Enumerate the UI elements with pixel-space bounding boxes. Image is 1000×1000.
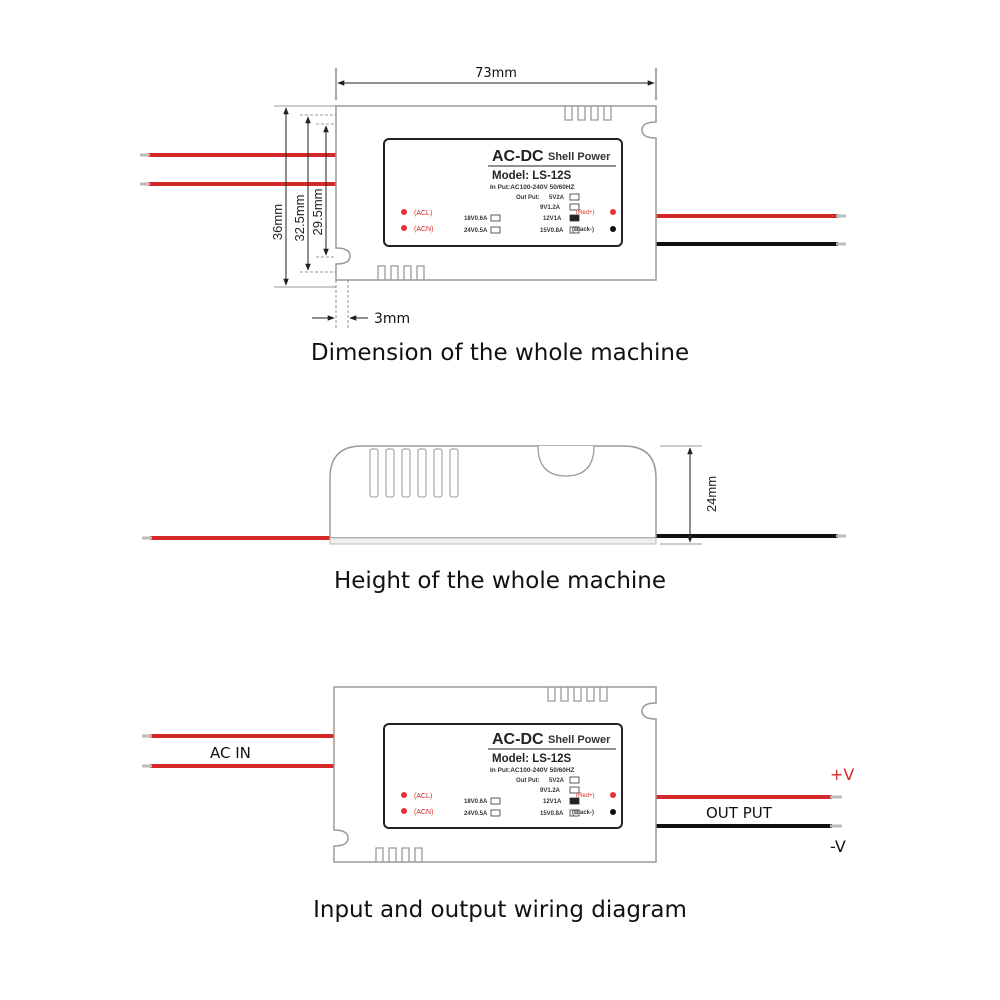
black-terminal-icon: [610, 226, 616, 232]
label-red: (Red+): [576, 210, 595, 216]
module-body-wiring: [333, 686, 657, 863]
label-box-12v: [569, 797, 580, 805]
label-box-5v: [569, 776, 580, 784]
black-terminal-icon: [610, 809, 616, 815]
height-24-text: 24mm: [704, 476, 719, 512]
section-wiring: AC IN OUT PUT +V -V AC-DC Shell PowerMode…: [142, 686, 854, 863]
label-title-sub: Shell Power: [548, 734, 611, 746]
label-opt-24v: 24V0.5A: [464, 228, 488, 234]
section-height: 24mm: [142, 445, 846, 545]
label-box-24v: [490, 809, 501, 817]
red-terminal-icon: [610, 209, 616, 215]
label-acl: (ACL): [414, 210, 432, 217]
module-body: [335, 105, 657, 281]
label-opt-5v: 5V2A: [549, 778, 565, 784]
label-red: (Red+): [576, 793, 595, 799]
label-opt-9v: 9V1.2A: [540, 205, 561, 211]
label-box-9v: [569, 786, 580, 794]
ac-in-label: AC IN: [210, 744, 251, 762]
label-title-main: AC-DC: [492, 731, 544, 748]
label-box-12v: [569, 214, 580, 222]
plus-v-label: +V: [830, 765, 854, 784]
label-black: (Black-): [572, 810, 594, 816]
width-dimension-text: 73mm: [475, 66, 517, 81]
red-terminal-icon: [610, 792, 616, 798]
hole-dimension-text: 3mm: [374, 311, 410, 327]
label-opt-12v: 12V1A: [543, 799, 562, 805]
label-outputs: Out Put:: [516, 195, 540, 201]
label-box-9v: [569, 203, 580, 211]
minus-v-label: -V: [830, 837, 846, 856]
label-outputs: Out Put:: [516, 778, 540, 784]
height-32-text: 32.5mm: [292, 195, 307, 242]
label-box-15v: [569, 226, 580, 234]
output-label: OUT PUT: [706, 804, 773, 822]
caption-dimension: Dimension of the whole machine: [310, 340, 690, 366]
label-box-18v: [490, 797, 501, 805]
label-acl: (ACL): [414, 793, 432, 800]
label-black: (Black-): [572, 227, 594, 233]
label-opt-5v: 5V2A: [549, 195, 565, 201]
height-36-text: 36mm: [270, 204, 285, 240]
label-opt-24v: 24V0.5A: [464, 811, 488, 817]
module-side-view: [329, 445, 657, 545]
caption-wiring: Input and output wiring diagram: [313, 897, 687, 923]
label-model: Model: LS-12S: [492, 170, 572, 182]
label-box-15v: [569, 809, 580, 817]
acn-led-icon: [401, 808, 407, 814]
label-title-main: AC-DC: [492, 148, 544, 165]
height-29-text: 29.5mm: [310, 189, 325, 236]
label-opt-12v: 12V1A: [543, 216, 562, 222]
label-title-sub: Shell Power: [548, 151, 611, 163]
label-box-24v: [490, 226, 501, 234]
label-opt-9v: 9V1.2A: [540, 788, 561, 794]
label-acn: (ACN): [414, 809, 433, 816]
label-opt-18v: 18V0.6A: [464, 216, 488, 222]
label-acn: (ACN): [414, 226, 433, 233]
label-input: In Put:AC100-240V 50/60HZ: [490, 184, 575, 191]
label-opt-15v: 15V0.8A: [540, 811, 564, 817]
label-box-18v: [490, 214, 501, 222]
acl-led-icon: [401, 209, 407, 215]
caption-height: Height of the whole machine: [333, 568, 667, 594]
label-model: Model: LS-12S: [492, 753, 572, 765]
acl-led-icon: [401, 792, 407, 798]
label-box-5v: [569, 193, 580, 201]
label-opt-15v: 15V0.8A: [540, 228, 564, 234]
label-input: In Put:AC100-240V 50/60HZ: [490, 767, 575, 774]
label-opt-18v: 18V0.6A: [464, 799, 488, 805]
acn-led-icon: [401, 225, 407, 231]
